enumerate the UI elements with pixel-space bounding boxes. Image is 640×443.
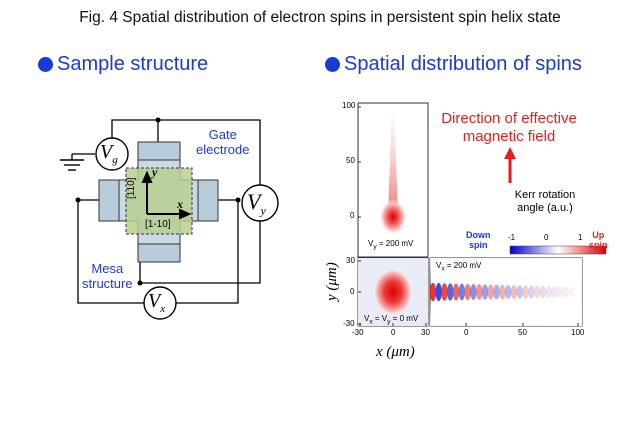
junction-dots <box>75 117 241 286</box>
tick-y-0-top: 0 <box>350 211 355 220</box>
tick-y-100: 100 <box>342 101 356 110</box>
vg-label: Vg <box>100 141 118 166</box>
tick-x-r100: 100 <box>571 328 585 337</box>
vx-label: Vx <box>148 290 166 315</box>
y-axis-label: y (μm) <box>324 262 340 301</box>
note-bottom-left: Vx = Vy = 0 mV <box>364 314 419 326</box>
note-bottom-right: Vx = 200 mV <box>434 261 484 273</box>
heatmap-top-left <box>357 102 429 258</box>
tick-y-neg30: -30 <box>343 319 355 328</box>
field-arrow-icon <box>504 147 516 183</box>
tick-x-neg30: -30 <box>352 328 364 337</box>
heatmap-bottom-left <box>357 257 429 327</box>
gate-label: Gate electrode <box>196 127 250 157</box>
sample-diagram <box>60 117 279 320</box>
axis-ticks <box>358 106 579 326</box>
contact-pads <box>98 141 219 263</box>
bullet-icon <box>38 57 53 72</box>
colorbar <box>509 245 607 255</box>
tick-x-30: 30 <box>421 328 430 337</box>
vy-label: Vy <box>247 189 266 218</box>
dir-1m10-label: [1-10] <box>145 219 171 230</box>
spin-spot-static <box>373 268 413 316</box>
tick-x-r0: 0 <box>464 328 469 337</box>
cb-min: -1 <box>508 233 516 242</box>
tick-x-r50: 50 <box>518 328 527 337</box>
dir-110-label: [110] <box>126 177 137 200</box>
sample-structure-heading-text: Sample structure <box>57 53 209 75</box>
sample-structure-heading: Sample structure <box>38 53 208 76</box>
tick-y-30: 30 <box>346 256 355 265</box>
circuit-wires <box>71 119 261 304</box>
tick-y-0-bottom: 0 <box>350 287 355 296</box>
kerr-label: Kerr rotation angle (a.u.) <box>514 189 576 214</box>
tick-y-50: 50 <box>346 156 355 165</box>
field-label: Direction of effective magnetic field <box>441 110 577 145</box>
spin-distribution-heading-text: Spatial distribution of spins <box>344 53 582 75</box>
axis-y-label: y <box>152 165 158 179</box>
bullet-icon <box>325 57 340 72</box>
tick-x-0: 0 <box>391 328 396 337</box>
note-top-left: Vy = 200 mV <box>366 239 416 251</box>
x-axis-label: x (μm) <box>376 344 415 360</box>
spin-maps <box>357 102 607 327</box>
cb-mid: 0 <box>544 233 549 242</box>
mesa-structure <box>125 167 193 235</box>
spin-drift-tail <box>388 110 398 213</box>
crystal-axes <box>141 170 192 220</box>
up-spin-label: Up spin <box>589 230 608 250</box>
mesa-label: Mesa structure <box>82 261 133 291</box>
spin-distribution-heading: Spatial distribution of spins <box>325 53 582 76</box>
ground-icon <box>60 159 84 171</box>
axis-x-label: x <box>177 197 183 211</box>
spin-spot <box>379 199 407 235</box>
voltmeter-circles <box>95 137 279 320</box>
heatmap-bottom-right <box>429 257 583 327</box>
cb-max: 1 <box>578 233 583 242</box>
figure-title: Fig. 4 Spatial distribution of electron … <box>79 9 561 26</box>
down-spin-label: Down spin <box>466 230 491 250</box>
